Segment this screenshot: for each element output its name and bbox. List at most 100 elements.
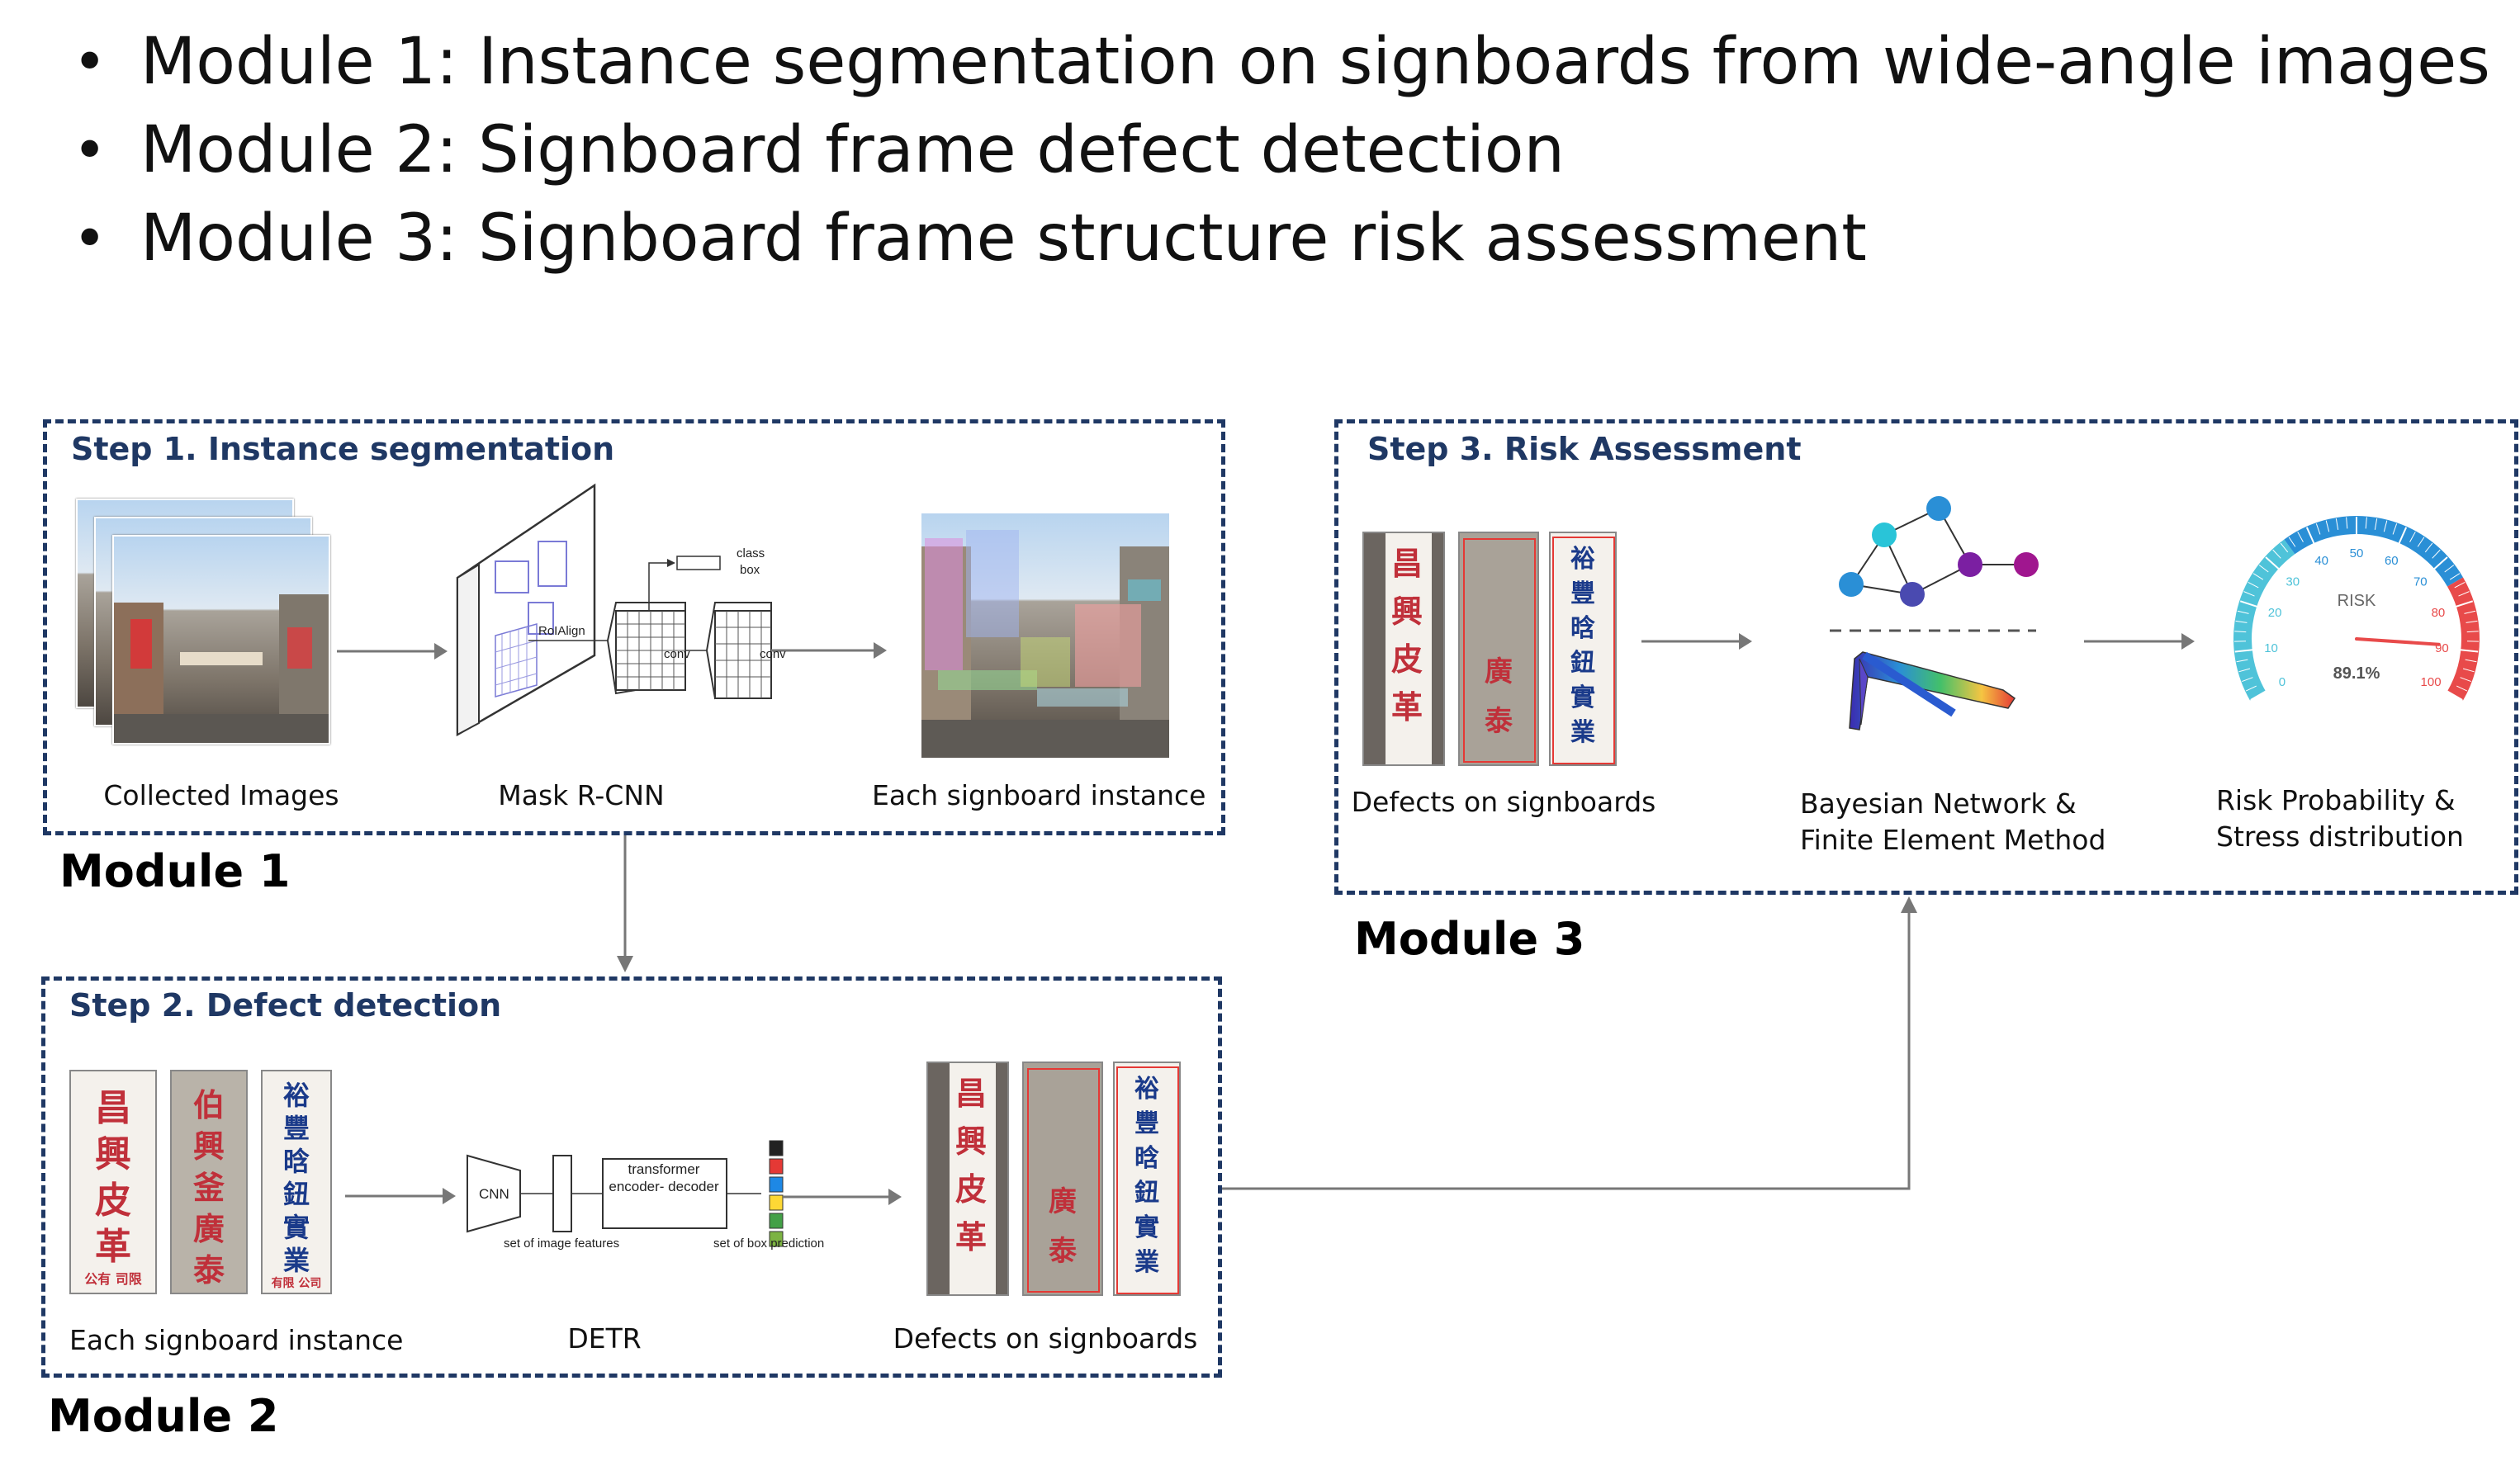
label-conv-1: conv — [664, 647, 690, 661]
step2-title: Step 2. Defect detection — [69, 987, 502, 1024]
signboard-c: 裕 豐 晗 鈕 實 業 有限 公司 — [261, 1070, 332, 1294]
gauge-tick — [2258, 565, 2269, 573]
gauge-tick-label: 60 — [2385, 554, 2399, 568]
flow-arrow — [2084, 633, 2195, 650]
gauge-tick — [2236, 659, 2248, 663]
gauge-tick — [2235, 620, 2248, 623]
gauge-tick — [2409, 532, 2416, 542]
gauge-tick — [2335, 518, 2339, 530]
caption-finite-element-method: Finite Element Method — [1800, 824, 2106, 856]
flow-arrow — [1641, 633, 1752, 650]
gauge-needle — [2355, 637, 2441, 646]
bullet-item: • Module 1: Instance segmentation on sign… — [66, 18, 2490, 106]
bullet-text: Module 2: Signboard frame defect detecti… — [140, 113, 1565, 187]
gauge-tick — [2242, 677, 2253, 683]
caption-mask-rcnn: Mask R-CNN — [498, 779, 665, 811]
gauge-tick — [2315, 523, 2321, 535]
gauge-tick — [2466, 631, 2479, 633]
caption-collected-images: Collected Images — [103, 779, 339, 811]
bullet-dot-icon: • — [73, 116, 107, 184]
bullet-item: • Module 3: Signboard frame structure ris… — [66, 195, 2490, 283]
gauge-tick — [2432, 549, 2441, 559]
gauge-tick-label: 40 — [2314, 554, 2328, 568]
gauge-tick — [2383, 520, 2388, 532]
bn-node — [1872, 522, 1897, 547]
gauge-tick — [2374, 518, 2378, 530]
label-roialign: RoIAlign — [538, 624, 585, 638]
gauge-tick — [2417, 537, 2425, 547]
gauge-tick — [2465, 659, 2477, 663]
gauge-tick — [2449, 573, 2461, 580]
flow-arrow — [337, 643, 448, 660]
label-transformer: transformer encoder- decoder — [609, 1161, 719, 1194]
label-cnn: CNN — [479, 1186, 509, 1202]
gauge-tick — [2462, 668, 2475, 673]
gauge-arc — [2284, 516, 2464, 587]
box-prediction-swatch — [769, 1231, 784, 1247]
bn-node — [1839, 572, 1864, 597]
gauge-tick — [2444, 565, 2455, 573]
caption-each-signboard-instance: Each signboard instance — [872, 779, 1206, 811]
caption-defects-on-signboards-3: Defects on signboards — [1351, 786, 1656, 818]
gauge-tick — [2243, 591, 2255, 597]
box-prediction-swatch — [769, 1176, 784, 1193]
collected-images-stack — [76, 499, 334, 768]
gauge-tick — [2466, 620, 2478, 623]
bn-node — [1958, 552, 1982, 577]
mask-rcnn-diagram — [456, 483, 887, 737]
defect-signboards-3: 昌 興 皮 革 廣 泰 裕 豐 晗 鈕 實 業 — [1362, 532, 1617, 766]
step3-title: Step 3. Risk Assessment — [1367, 431, 1802, 467]
box-prediction-swatch — [769, 1158, 784, 1175]
gauge-tick — [2234, 631, 2247, 633]
bullet-text: Module 1: Instance segmentation on signb… — [140, 25, 2490, 99]
signboard-a: 昌 興 皮 革 — [926, 1062, 1009, 1296]
label-box: box — [740, 563, 760, 577]
module1-label: Module 1 — [59, 845, 291, 897]
caption-detr: DETR — [567, 1322, 642, 1355]
gauge-tick — [2458, 648, 2479, 653]
bullet-text: Module 3: Signboard frame structure risk… — [140, 201, 1867, 276]
detr-diagram — [467, 1140, 902, 1247]
segmented-street-photo — [921, 513, 1169, 758]
box-prediction-swatch — [769, 1213, 784, 1229]
gauge-tick — [2432, 556, 2448, 571]
gauge-tick-label: 0 — [2279, 675, 2286, 689]
bayesian-network-fem — [1830, 496, 2039, 731]
bullet-dot-icon: • — [73, 28, 107, 96]
defect-signboards-2: 昌 興 皮 革 廣 泰 裕 豐 晗 鈕 實 業 — [926, 1062, 1181, 1296]
gauge-tick — [2325, 520, 2330, 532]
gauge-tick — [2464, 610, 2476, 614]
gauge-tick — [2453, 600, 2474, 608]
gauge-tick-label: 70 — [2413, 575, 2428, 589]
gauge-tick-label: 10 — [2264, 641, 2278, 655]
gauge-tick — [2245, 685, 2257, 692]
gauge-tick-label: 80 — [2432, 606, 2446, 620]
gauge-tick — [2237, 610, 2249, 614]
bullet-dot-icon: • — [73, 205, 107, 272]
gauge-tick — [2454, 581, 2466, 589]
module3-label: Module 3 — [1354, 913, 1585, 965]
gauge-tick-label: 20 — [2268, 606, 2282, 620]
gauge-tick — [2288, 537, 2296, 547]
bn-node — [1926, 496, 1951, 521]
signboard-b-defects: 廣 泰 — [1458, 532, 1539, 766]
gauge-tick — [2280, 542, 2289, 553]
bn-node — [1900, 582, 1925, 607]
street-photo — [112, 535, 330, 745]
box-prediction-swatch — [769, 1140, 784, 1156]
gauge-tick-label: 30 — [2286, 575, 2300, 589]
bn-node — [2014, 552, 2039, 577]
flow-connector — [1222, 896, 1917, 1190]
box-prediction-swatch — [769, 1194, 784, 1211]
gauge-tick — [2458, 591, 2470, 597]
gauge-tick — [2239, 600, 2260, 608]
label-box-prediction: set of box prediction — [713, 1236, 825, 1251]
gauge-tick — [2248, 581, 2259, 589]
gauge-tick — [2252, 573, 2264, 580]
flow-arrow — [345, 1188, 456, 1204]
signboard-c-defects: 裕 豐 晗 鈕 實 業 — [1549, 532, 1617, 766]
gauge-tick — [2238, 668, 2251, 673]
caption-risk-probability: Risk Probability & — [2216, 784, 2456, 816]
gauge-tick — [2265, 556, 2281, 571]
